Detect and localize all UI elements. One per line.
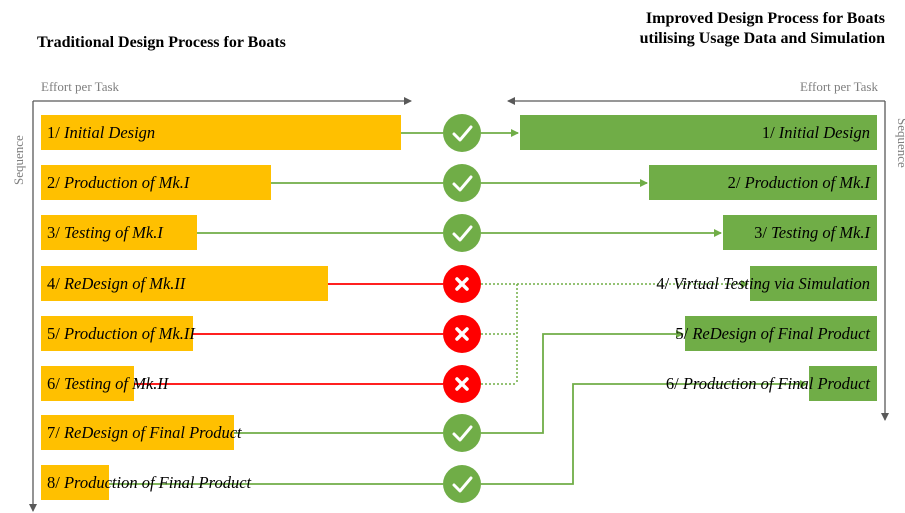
traditional-step-8: 8/ Production of Final Product bbox=[47, 473, 252, 492]
check-icon bbox=[443, 214, 481, 252]
traditional-step-5: 5/ Production of Mk.II bbox=[47, 324, 195, 343]
improved-step-6: 6/ Production of Final Product bbox=[665, 374, 870, 393]
traditional-bar-3 bbox=[41, 215, 197, 250]
traditional-title: Traditional Design Process for Boats bbox=[37, 34, 286, 51]
traditional-step-4: 4/ ReDesign of Mk.II bbox=[47, 274, 186, 293]
improved-step-2: 2/ Production of Mk.I bbox=[727, 173, 870, 192]
improved-title: Improved Design Process for Boats utilis… bbox=[640, 9, 885, 49]
traditional-bar-5 bbox=[41, 316, 193, 351]
improved-bar-1 bbox=[520, 115, 877, 150]
traditional-bar-2 bbox=[41, 165, 271, 200]
improved-bar-6 bbox=[809, 366, 877, 401]
improved-bar-5 bbox=[685, 316, 877, 351]
traditional-bar-6 bbox=[41, 366, 134, 401]
traditional-bar-7 bbox=[41, 415, 234, 450]
improved-step-3: 3/ Testing of Mk.I bbox=[754, 223, 870, 242]
traditional-step-6: 6/ Testing of Mk.II bbox=[47, 374, 169, 393]
improved-title-line1: Improved Design Process for Boats bbox=[645, 10, 885, 27]
improved-step-5: 5/ ReDesign of Final Product bbox=[675, 324, 870, 343]
improved-bar-2 bbox=[649, 165, 877, 200]
cross-icon bbox=[443, 315, 481, 353]
check-icon bbox=[443, 164, 481, 202]
traditional-step-1: 1/ Initial Design bbox=[47, 123, 156, 142]
traditional-bar-8 bbox=[41, 465, 109, 500]
traditional-bar-4 bbox=[41, 266, 328, 301]
cross-icon bbox=[443, 265, 481, 303]
check-icon bbox=[443, 114, 481, 152]
check-icon bbox=[443, 465, 481, 503]
check-icon bbox=[443, 414, 481, 452]
traditional-step-3: 3/ Testing of Mk.I bbox=[47, 223, 163, 242]
improved-bar-3 bbox=[723, 215, 877, 250]
improved-bar-4 bbox=[750, 266, 877, 301]
improved-title-line2: utilising Usage Data and Simulation bbox=[639, 30, 885, 47]
effort-axis-label-left: Effort per Task bbox=[41, 79, 120, 94]
cross-icon bbox=[443, 365, 481, 403]
effort-axis-label-right: Effort per Task bbox=[799, 79, 878, 94]
traditional-step-7: 7/ ReDesign of Final Product bbox=[47, 423, 242, 442]
traditional-step-2: 2/ Production of Mk.I bbox=[47, 173, 190, 192]
traditional-bar-1 bbox=[41, 115, 401, 150]
improved-step-4: 4/ Virtual Testing via Simulation bbox=[656, 274, 870, 293]
improved-step-1: 1/ Initial Design bbox=[761, 123, 870, 142]
